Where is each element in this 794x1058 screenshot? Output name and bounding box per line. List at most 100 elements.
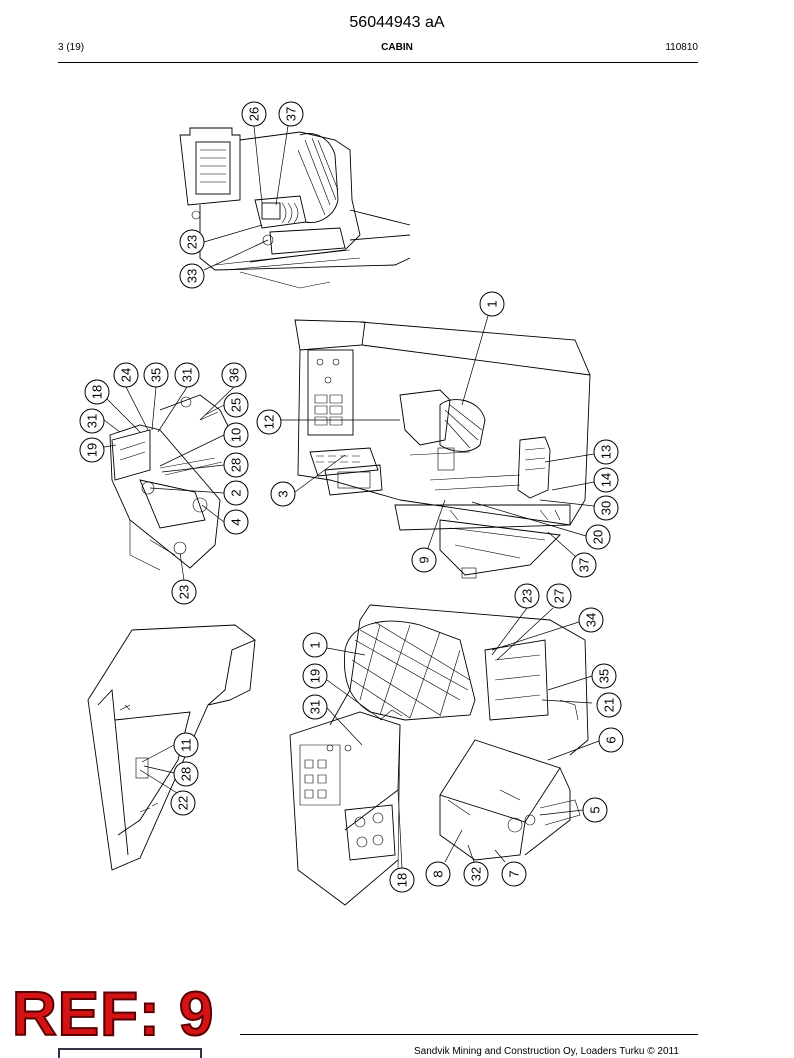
callouts-left-detail: 24 35 31 36 18 31 19 25 10 28 2 4 23 bbox=[79, 362, 249, 605]
callout-bubble: 18 bbox=[389, 867, 415, 893]
section-title: CABIN bbox=[381, 42, 413, 53]
callout-number: 28 bbox=[179, 767, 194, 781]
callout-number: 13 bbox=[599, 445, 614, 459]
callout-bubble: 35 bbox=[143, 362, 169, 388]
callout-bubble: 19 bbox=[302, 663, 328, 689]
callout-bubble: 31 bbox=[79, 408, 105, 434]
callout-bubble: 35 bbox=[591, 663, 617, 689]
footer-divider bbox=[240, 1034, 698, 1035]
callouts-top-view: 26 37 23 33 bbox=[179, 101, 304, 289]
callout-bubble: 23 bbox=[514, 583, 540, 609]
page-number: 3 (19) bbox=[58, 42, 85, 53]
callout-number: 9 bbox=[417, 556, 432, 563]
document-number: 56044943 aA bbox=[349, 14, 445, 31]
callout-number: 20 bbox=[591, 530, 606, 544]
callout-number: 31 bbox=[180, 368, 195, 382]
callout-bubble: 31 bbox=[174, 362, 200, 388]
callout-bubble: 6 bbox=[598, 727, 624, 753]
reference-stamp: REF: 9 bbox=[11, 980, 215, 1049]
callout-number: 37 bbox=[284, 107, 299, 121]
callouts-main-view: 1 12 3 9 13 14 30 20 37 bbox=[256, 291, 619, 578]
callout-number: 10 bbox=[229, 428, 244, 442]
callout-number: 8 bbox=[431, 870, 446, 877]
callout-number: 23 bbox=[520, 589, 535, 603]
callout-bubble: 5 bbox=[582, 797, 608, 823]
callout-number: 19 bbox=[85, 443, 100, 457]
callout-number: 26 bbox=[247, 107, 262, 121]
leader-lines bbox=[103, 125, 600, 869]
callout-number: 27 bbox=[552, 589, 567, 603]
callout-bubble: 18 bbox=[84, 379, 110, 405]
header-divider bbox=[58, 62, 698, 63]
callout-number: 18 bbox=[395, 873, 410, 887]
callout-number: 31 bbox=[308, 700, 323, 714]
copyright-text: Sandvik Mining and Construction Oy, Load… bbox=[414, 1046, 679, 1057]
callout-bubble: 14 bbox=[593, 467, 619, 493]
callout-bubble: 23 bbox=[179, 229, 205, 255]
callouts-lower-view: 1 19 31 23 27 34 35 21 6 5 7 32 8 18 bbox=[302, 583, 624, 893]
callout-bubble: 25 bbox=[223, 392, 249, 418]
callout-bubble: 1 bbox=[302, 632, 328, 658]
callout-bubble: 1 bbox=[479, 291, 505, 317]
top-view-drawing bbox=[179, 127, 411, 289]
callout-number: 30 bbox=[599, 501, 614, 515]
callout-number: 14 bbox=[599, 473, 614, 487]
callout-number: 37 bbox=[577, 558, 592, 572]
callout-number: 6 bbox=[604, 736, 619, 743]
callout-number: 32 bbox=[469, 867, 484, 881]
callout-bubble: 21 bbox=[596, 692, 622, 718]
callout-number: 11 bbox=[179, 738, 194, 752]
callout-bubble: 20 bbox=[585, 524, 611, 550]
callout-bubble: 28 bbox=[173, 761, 199, 787]
callout-number: 31 bbox=[85, 414, 100, 428]
callout-number: 1 bbox=[308, 641, 323, 648]
callout-bubble: 2 bbox=[223, 480, 249, 506]
callout-number: 35 bbox=[597, 669, 612, 683]
callout-bubble: 30 bbox=[593, 495, 619, 521]
callout-bubble: 3 bbox=[270, 481, 296, 507]
callout-bubble: 7 bbox=[501, 861, 527, 887]
callout-bubble: 26 bbox=[241, 101, 267, 127]
left-detail-drawing bbox=[109, 394, 231, 571]
callout-number: 4 bbox=[229, 518, 244, 525]
callout-bubble: 13 bbox=[593, 439, 619, 465]
callout-number: 36 bbox=[227, 368, 242, 382]
callout-number: 21 bbox=[602, 698, 617, 712]
callout-bubble: 23 bbox=[171, 579, 197, 605]
callout-bubble: 34 bbox=[578, 607, 604, 633]
callout-bubble: 27 bbox=[546, 583, 572, 609]
callout-bubble: 31 bbox=[302, 694, 328, 720]
callout-bubble: 11 bbox=[173, 732, 199, 758]
callout-bubble: 22 bbox=[170, 790, 196, 816]
callout-bubble: 37 bbox=[278, 101, 304, 127]
callout-number: 12 bbox=[262, 415, 277, 429]
callout-number: 19 bbox=[308, 669, 323, 683]
callout-bubble: 8 bbox=[425, 861, 451, 887]
callout-bubble: 9 bbox=[411, 547, 437, 573]
callout-bubble: 28 bbox=[223, 452, 249, 478]
callout-bubble: 4 bbox=[223, 509, 249, 535]
callout-number: 1 bbox=[485, 300, 500, 307]
callout-number: 33 bbox=[185, 269, 200, 283]
callout-bubble: 24 bbox=[113, 362, 139, 388]
callout-bubble: 12 bbox=[256, 409, 282, 435]
callout-bubble: 37 bbox=[571, 552, 597, 578]
callout-number: 18 bbox=[90, 385, 105, 399]
callout-number: 34 bbox=[584, 613, 599, 627]
callout-number: 23 bbox=[177, 585, 192, 599]
callout-number: 5 bbox=[588, 806, 603, 813]
callout-bubble: 33 bbox=[179, 263, 205, 289]
main-view-drawing bbox=[294, 319, 591, 579]
callout-number: 2 bbox=[229, 489, 244, 496]
callout-number: 3 bbox=[276, 490, 291, 497]
callout-number: 28 bbox=[229, 458, 244, 472]
callout-bubble: 32 bbox=[463, 861, 489, 887]
date-code: 110810 bbox=[665, 42, 698, 53]
door-view-drawing bbox=[87, 624, 256, 871]
callout-number: 23 bbox=[185, 235, 200, 249]
callout-number: 35 bbox=[149, 368, 164, 382]
company-logo bbox=[58, 1048, 202, 1058]
callout-bubble: 36 bbox=[221, 362, 247, 388]
callout-number: 7 bbox=[507, 870, 522, 877]
